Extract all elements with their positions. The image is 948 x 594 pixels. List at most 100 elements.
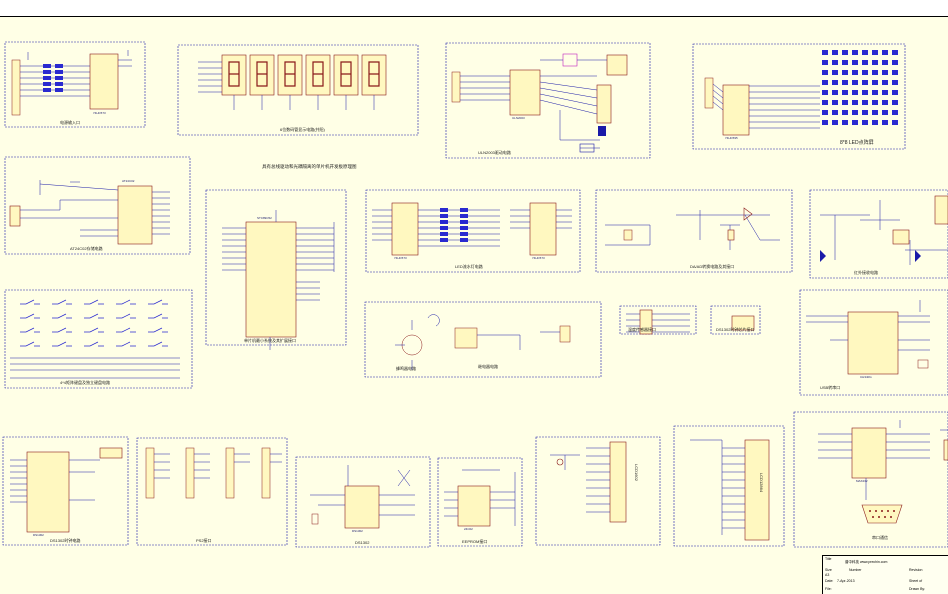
chip-label-led1: 74HC573 xyxy=(394,256,407,260)
led-matrix-dot xyxy=(832,50,838,55)
block-frame-ds1302b xyxy=(295,456,431,548)
led-matrix-dot xyxy=(842,90,848,95)
tb-revision-label: Revision xyxy=(909,568,923,572)
led-matrix-dot xyxy=(822,60,828,65)
block-frame-ds18b20 xyxy=(619,305,697,335)
led-matrix-dot xyxy=(872,100,878,105)
block-frame-at24 xyxy=(4,156,191,255)
chip-label-at24: AT24C02 xyxy=(122,179,135,183)
key-switch xyxy=(52,341,72,347)
led-matrix-dot xyxy=(892,60,898,65)
led-matrix-dot xyxy=(872,50,878,55)
header-title: 具有总线驱动和光耦隔离的单片机开发板原理图 xyxy=(262,164,357,169)
caption-uln2003: ULN2003驱动电路 xyxy=(478,150,511,155)
led-matrix-dot xyxy=(862,60,868,65)
led-matrix-dot xyxy=(842,80,848,85)
chip-label-ds1302b: DS1302 xyxy=(352,529,363,533)
caption-seg7: 6位数码管显示电路(共阳) xyxy=(280,127,325,132)
key-matrix xyxy=(20,299,168,347)
block-frame-lcd12864 xyxy=(673,425,785,547)
chip-label-max: MAX232 xyxy=(856,479,868,483)
chip-label-24c: 24C02 xyxy=(464,527,473,531)
caption-buzzer: 蜂鸣器电路 xyxy=(396,366,416,371)
led-matrix-grid xyxy=(822,50,898,125)
key-switch xyxy=(116,299,136,305)
caption-keys: 4*4矩阵键盘及独立键盘电路 xyxy=(60,380,111,385)
led-matrix-dot xyxy=(852,100,858,105)
caption-mcu: 单片机最小系统及其扩展接口 xyxy=(244,338,296,343)
led-matrix-dot xyxy=(862,70,868,75)
key-switch xyxy=(84,299,104,305)
led-matrix-dot xyxy=(872,90,878,95)
block-frame-mcu xyxy=(205,189,347,346)
led-matrix-dot xyxy=(852,60,858,65)
led-matrix-dot xyxy=(822,110,828,115)
key-switch xyxy=(148,299,168,305)
key-switch xyxy=(52,299,72,305)
key-switch xyxy=(20,299,40,305)
caption-relay: 继电器电路 xyxy=(478,364,498,369)
caption-ch340: USB转串口 xyxy=(820,385,841,390)
tb-drawn-label: Drawn By: xyxy=(909,587,926,591)
tb-size-label: Size xyxy=(825,568,832,572)
tb-date-label: Date: xyxy=(825,579,834,583)
caption-e2: EEPROM接口 xyxy=(462,539,488,544)
led-matrix-dot xyxy=(862,50,868,55)
key-switch xyxy=(84,327,104,333)
led-matrix-dot xyxy=(882,70,888,75)
tb-company: 普中科技 www.prechin.com xyxy=(845,560,888,564)
key-switch xyxy=(52,327,72,333)
led-matrix-dot xyxy=(842,100,848,105)
led-matrix-dot xyxy=(832,60,838,65)
led-matrix-dot xyxy=(852,50,858,55)
key-switch xyxy=(20,313,40,319)
led-matrix-dot xyxy=(862,80,868,85)
led-matrix-dot xyxy=(832,120,838,125)
led-matrix-dot xyxy=(872,110,878,115)
block-frame-uln2003 xyxy=(445,42,651,159)
led-matrix-dot xyxy=(872,120,878,125)
caption-power: 电源输入口 xyxy=(60,120,80,125)
tb-number-label: Number xyxy=(849,568,862,572)
window-top-bar xyxy=(0,0,948,17)
led-matrix-dot xyxy=(892,120,898,125)
chip-label-led2: 74HC573 xyxy=(532,256,545,260)
led-matrix-dot xyxy=(842,120,848,125)
key-switch xyxy=(84,313,104,319)
block-frame-ledmatrix xyxy=(692,43,906,150)
led-matrix-dot xyxy=(882,120,888,125)
led-matrix-dot xyxy=(872,70,878,75)
led-matrix-dot xyxy=(822,90,828,95)
caption-ir: 红外接收电路 xyxy=(854,270,878,275)
title-block: Title 普中科技 www.prechin.com Size A3 Numbe… xyxy=(822,555,948,594)
caption-ds1302: DS1302时钟电路 xyxy=(50,538,81,543)
key-switch xyxy=(148,341,168,347)
led-matrix-dot xyxy=(822,100,828,105)
block-frame-ps2 xyxy=(136,437,288,546)
key-switch xyxy=(148,327,168,333)
led-matrix-dot xyxy=(882,80,888,85)
key-switch xyxy=(52,313,72,319)
block-frame-ir xyxy=(809,189,948,279)
led-matrix-dot xyxy=(872,60,878,65)
caption-ds1302b: DS1302 xyxy=(355,540,370,545)
led-matrix-dot xyxy=(832,70,838,75)
led-matrix-dot xyxy=(892,110,898,115)
led-matrix-dot xyxy=(852,70,858,75)
led-matrix-dot xyxy=(832,90,838,95)
led-matrix-dot xyxy=(832,110,838,115)
caption-lcd12864: LCD12864 xyxy=(759,472,765,493)
led-matrix-dot xyxy=(832,80,838,85)
chip-label-mcu: STC89C52 xyxy=(257,216,272,220)
led-matrix-dot xyxy=(882,110,888,115)
tb-file-label: File: xyxy=(825,587,832,591)
led-matrix-dot xyxy=(822,50,828,55)
block-frame-lcd1602 xyxy=(535,436,661,546)
key-switch xyxy=(116,327,136,333)
chip-label-power: 74HC573 xyxy=(93,111,106,115)
led-matrix-dot xyxy=(862,110,868,115)
block-frame-power xyxy=(4,41,146,128)
chip-label-ds1302: DS1302 xyxy=(33,533,44,537)
caption-xtal: DS1302时钟芯片接口 xyxy=(716,327,755,332)
led-matrix-dot xyxy=(892,80,898,85)
